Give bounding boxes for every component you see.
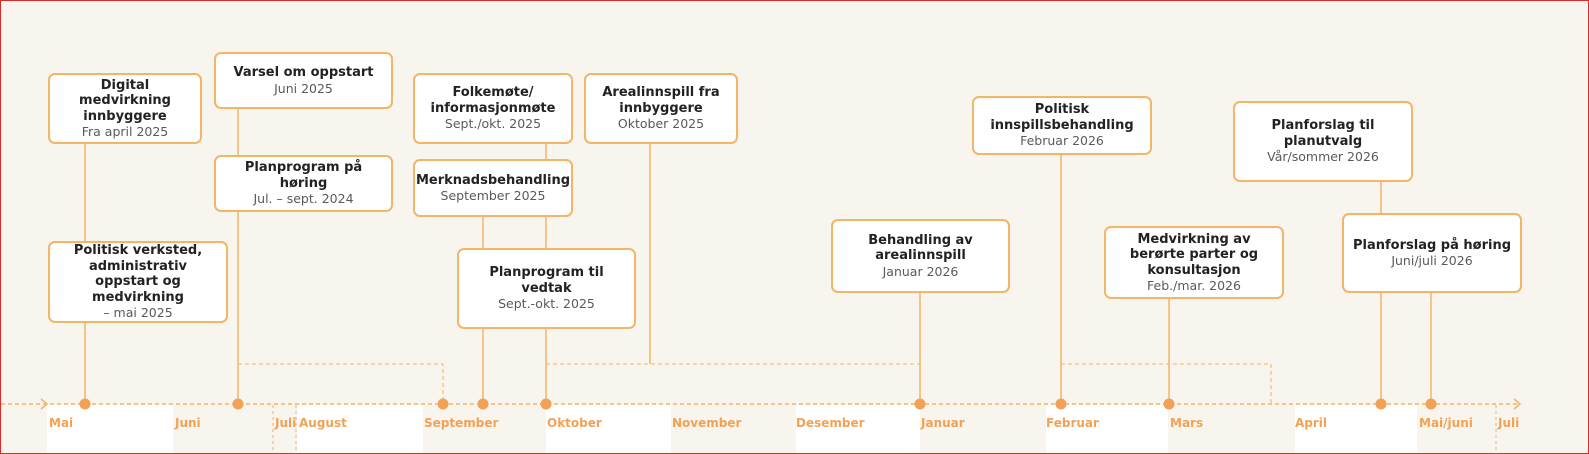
- event-box-planprogram-vedtak: Planprogram til vedtak Sept.-okt. 2025: [457, 248, 636, 329]
- event-date: Juni/juli 2026: [1391, 253, 1473, 268]
- event-date: Juni 2025: [274, 80, 333, 96]
- milestone-dot: [79, 398, 91, 410]
- event-date: September 2025: [440, 188, 546, 203]
- month-label-september: September: [424, 416, 499, 430]
- event-date: Oktober 2025: [617, 116, 705, 132]
- event-date: Fra april 2025: [81, 124, 169, 139]
- month-dividers: [272, 405, 1497, 453]
- event-title: Arealinnspill fra innbyggere: [602, 85, 720, 116]
- span-brackets: [238, 363, 1272, 404]
- month-label-mai: Mai: [49, 416, 74, 430]
- event-title: Merknadsbehandling: [415, 172, 571, 188]
- event-box-politisk-verksted: Politisk verksted, administrativ oppstar…: [48, 241, 228, 323]
- event-date: Jul. – sept. 2024: [253, 191, 354, 207]
- axis-arrow-start: [40, 398, 49, 410]
- event-box-planprogram-horing: Planprogram på høring Jul. – sept. 2024: [214, 155, 393, 212]
- month-label-juli: Juli: [275, 416, 297, 430]
- event-title: Politisk innspillsbehandling: [990, 102, 1134, 133]
- event-box-merknadsbehandling: Merknadsbehandling September 2025: [413, 159, 573, 217]
- event-title: Planprogram på høring: [244, 160, 363, 191]
- month-label-oktober: Oktober: [547, 416, 602, 430]
- event-box-politisk-innspillsbehandling: Politisk innspillsbehandling Februar 202…: [972, 96, 1152, 155]
- milestone-dot: [914, 398, 926, 410]
- event-title: Varsel om oppstart: [233, 65, 374, 80]
- event-title: Planprogram til vedtak: [489, 265, 604, 296]
- event-title: Planforslag til planutvalg: [1271, 118, 1375, 149]
- milestone-dots: [79, 398, 1437, 410]
- event-box-planforslag-planutvalg: Planforslag til planutvalg Vår/sommer 20…: [1233, 101, 1413, 182]
- event-title: Behandling av arealinnspill: [868, 232, 973, 264]
- month-label-mai-juni: Mai/juni: [1419, 416, 1473, 430]
- event-box-planforslag-horing: Planforslag på høring Juni/juli 2026: [1342, 213, 1522, 293]
- month-label-februar: Februar: [1046, 416, 1099, 430]
- month-label-november: November: [672, 416, 742, 430]
- milestone-dot: [232, 398, 244, 410]
- month-label-januar: Januar: [921, 416, 965, 430]
- event-date: – mai 2025: [103, 305, 173, 321]
- event-title: Politisk verksted, administrativ oppstar…: [73, 243, 203, 305]
- event-box-arealinnspill: Arealinnspill fra innbyggere Oktober 202…: [584, 73, 738, 144]
- event-box-folkemote: Folkemøte/ informasjonmøte Sept./okt. 20…: [413, 73, 573, 144]
- event-title: Folkemøte/ informasjonmøte: [430, 85, 556, 116]
- month-label-april: April: [1295, 416, 1328, 430]
- event-title: Digital medvirkning innbyggere: [79, 77, 171, 124]
- month-label-juni: Juni: [175, 416, 201, 430]
- event-box-varsel-om-oppstart: Varsel om oppstart Juni 2025: [214, 52, 393, 109]
- event-box-behandling-arealinnspill: Behandling av arealinnspill Januar 2026: [831, 219, 1010, 293]
- milestone-dot: [1425, 398, 1437, 410]
- event-date: Januar 2026: [882, 263, 959, 279]
- event-box-medvirkning-berorte-parter: Medvirkning av berørte parter og konsult…: [1104, 226, 1284, 299]
- event-title: Medvirkning av berørte parter og konsult…: [1129, 231, 1259, 278]
- month-label-juli-2026: Juli: [1498, 416, 1520, 430]
- event-date: Sept./okt. 2025: [444, 116, 542, 132]
- event-date: Sept.-okt. 2025: [498, 296, 595, 312]
- milestone-dot: [1375, 398, 1387, 410]
- event-date: Vår/sommer 2026: [1267, 149, 1379, 165]
- month-label-mars: Mars: [1170, 416, 1204, 430]
- axis-arrow-end: [1513, 398, 1522, 410]
- event-date: Feb./mar. 2026: [1147, 278, 1241, 293]
- event-title: Planforslag på høring: [1352, 237, 1512, 253]
- event-date: Februar 2026: [1020, 133, 1104, 149]
- milestone-dot: [477, 398, 489, 410]
- milestone-dot: [540, 398, 552, 410]
- month-bands: [47, 405, 1417, 453]
- connectors: [84, 109, 1432, 404]
- milestone-dot: [1055, 398, 1067, 410]
- milestone-dot: [437, 398, 449, 410]
- month-label-desember: Desember: [796, 416, 865, 430]
- milestone-dot: [1163, 398, 1175, 410]
- month-label-august: August: [299, 416, 347, 430]
- event-box-digital-medvirkning: Digital medvirkning innbyggere Fra april…: [48, 73, 202, 144]
